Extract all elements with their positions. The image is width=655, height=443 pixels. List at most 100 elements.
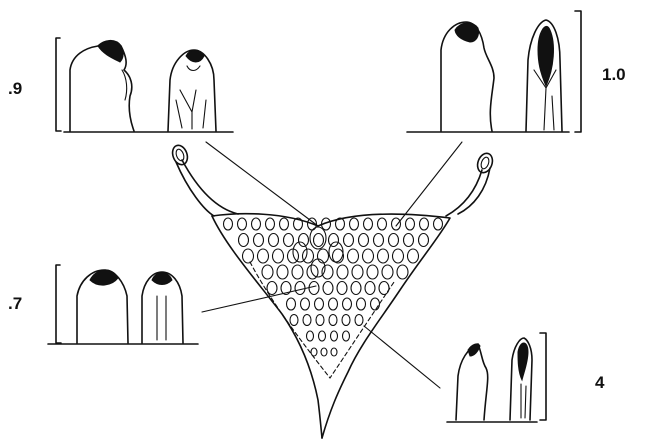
pore xyxy=(290,315,298,326)
scale-bar-bottom-right xyxy=(540,333,546,420)
pore xyxy=(350,218,359,230)
pore xyxy=(277,265,288,279)
right-arm-inner xyxy=(458,168,490,214)
pore xyxy=(419,234,429,247)
tooth-tip-bottom-right-a xyxy=(468,344,480,356)
pore xyxy=(299,234,309,247)
right-arm-knob xyxy=(475,151,495,175)
panel-top-right xyxy=(407,11,581,132)
pore xyxy=(224,218,233,230)
panel-bottom-right xyxy=(447,333,546,422)
left-arm-inner xyxy=(176,162,214,216)
pore xyxy=(434,218,443,230)
leader-bottom-right xyxy=(364,326,440,388)
scale-label-top-left: .9 xyxy=(8,79,22,98)
pore xyxy=(378,249,389,263)
pore xyxy=(311,348,317,356)
pore xyxy=(365,282,375,295)
pore xyxy=(382,265,393,279)
pore xyxy=(359,234,369,247)
pore xyxy=(307,331,314,341)
pore xyxy=(364,218,373,230)
pore xyxy=(404,234,414,247)
pore xyxy=(323,282,333,295)
pore xyxy=(269,234,279,247)
pore xyxy=(379,282,389,295)
pore xyxy=(284,234,294,247)
pore xyxy=(239,234,249,247)
pore xyxy=(303,315,311,326)
pore xyxy=(331,348,337,356)
pore xyxy=(333,249,344,263)
pore xyxy=(295,282,305,295)
pore-field xyxy=(224,218,443,356)
tooth-tip-bottom-right-b xyxy=(518,343,528,380)
pore xyxy=(292,265,303,279)
pore xyxy=(357,298,366,310)
pore xyxy=(351,282,361,295)
pore xyxy=(397,265,408,279)
pore xyxy=(337,265,348,279)
leader-lines xyxy=(202,142,462,388)
panel-top-left xyxy=(56,38,233,132)
pore xyxy=(378,218,387,230)
leader-middle-left xyxy=(202,286,316,312)
pore xyxy=(406,218,415,230)
central-plate xyxy=(170,143,495,438)
pore xyxy=(392,218,401,230)
pore xyxy=(322,265,333,279)
pore xyxy=(266,218,275,230)
pore xyxy=(252,218,261,230)
pore xyxy=(329,298,338,310)
pore xyxy=(316,315,324,326)
pore xyxy=(238,218,247,230)
pore xyxy=(344,234,354,247)
pore xyxy=(280,218,289,230)
pore xyxy=(408,249,419,263)
pore xyxy=(243,249,254,263)
pore xyxy=(343,298,352,310)
pore xyxy=(337,282,347,295)
pore xyxy=(331,331,338,341)
pore xyxy=(329,234,339,247)
tooth-lateral-view-top-left xyxy=(70,41,134,131)
tooth-tip-top-right-a xyxy=(455,23,479,42)
scale-bar-top-left xyxy=(56,38,61,131)
left-arm-knob xyxy=(170,143,190,167)
pore xyxy=(321,348,327,356)
pore xyxy=(342,315,350,326)
tooth-tip-top-left-a xyxy=(98,41,123,62)
scale-label-middle-left: .7 xyxy=(8,294,22,313)
pore xyxy=(348,249,359,263)
pore xyxy=(352,265,363,279)
pore xyxy=(343,331,350,341)
pore xyxy=(389,234,399,247)
pore xyxy=(329,315,337,326)
leader-top-right xyxy=(396,142,462,226)
left-arm-outer xyxy=(182,160,238,214)
pore xyxy=(258,249,269,263)
tooth-tip-top-left-b xyxy=(186,50,204,62)
plate-right-edge xyxy=(212,214,450,438)
pore xyxy=(267,282,277,295)
pore xyxy=(309,282,319,295)
pore xyxy=(287,298,296,310)
scale-bar-middle-left xyxy=(56,265,61,343)
pore xyxy=(367,265,378,279)
pore xyxy=(315,298,324,310)
pore xyxy=(262,265,273,279)
scale-bar-top-right xyxy=(575,11,581,132)
pore xyxy=(303,249,314,263)
tooth-tip-top-right-b xyxy=(538,26,553,86)
scale-label-top-right: 1.0 xyxy=(602,65,626,84)
panel-middle-left xyxy=(48,265,198,344)
pore xyxy=(393,249,404,263)
pore xyxy=(371,298,380,310)
pore xyxy=(301,298,310,310)
pore xyxy=(374,234,384,247)
pore xyxy=(363,249,374,263)
pore xyxy=(420,218,429,230)
scale-label-bottom-right: 4 xyxy=(595,373,605,392)
pore xyxy=(319,331,326,341)
